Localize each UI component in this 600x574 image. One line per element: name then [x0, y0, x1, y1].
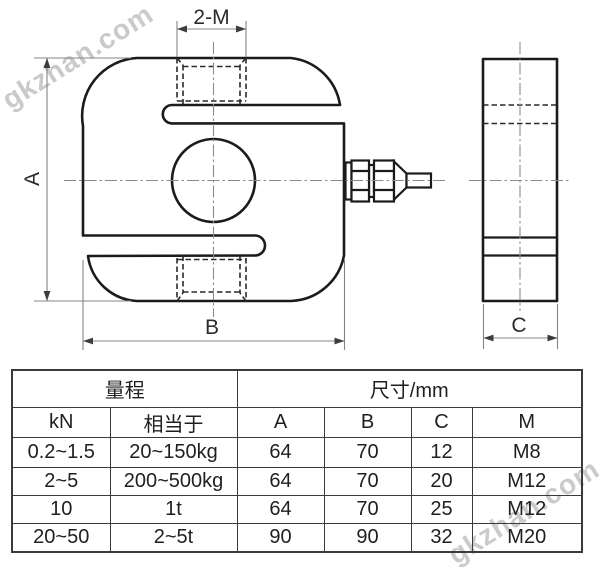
column-header-c: C	[410, 406, 473, 438]
group-header-dimensions: 尺寸/mm	[236, 369, 583, 408]
thread-hole-top	[176, 57, 247, 105]
table-cell: 2~5	[11, 466, 111, 496]
dimension-B-label: B	[205, 316, 219, 339]
column-header-b: B	[323, 406, 412, 438]
table-cell: 70	[323, 466, 412, 496]
table-row: 0.2~1.5 20~150kg 64 70 12 M8	[11, 436, 583, 468]
group-header-range: 量程	[11, 369, 238, 408]
table-cell: 25	[410, 494, 473, 524]
table-cell: 20~50	[11, 522, 111, 553]
table-cell: 20	[410, 466, 473, 496]
centerlines	[64, 42, 571, 317]
dimension-thread: 2-M	[176, 6, 247, 57]
table-row: 20~50 2~5t 90 90 32 M20	[11, 522, 583, 553]
table-cell: M8	[471, 436, 583, 468]
dimension-C: C	[482, 304, 559, 349]
table-cell: 12	[410, 436, 473, 468]
table-cell: 200~500kg	[109, 466, 238, 496]
table-cell: 10	[11, 494, 111, 524]
column-header-a: A	[236, 406, 325, 438]
table-cell: 70	[323, 436, 412, 468]
dimension-C-label: C	[511, 314, 526, 337]
column-header-equivalent: 相当于	[109, 406, 238, 438]
thread-hole-bottom	[176, 255, 247, 302]
table-cell: 20~150kg	[109, 436, 238, 468]
table-cell: M20	[471, 522, 583, 553]
spec-table: 量程 尺寸/mm kN 相当于 A B C M 0.2~1.5 20~150kg…	[11, 369, 584, 553]
table-cell: 90	[323, 522, 412, 553]
dimension-A-label: A	[21, 172, 44, 186]
table-cell: 32	[410, 522, 473, 553]
front-view-outline	[80, 56, 346, 303]
table-cell: 64	[236, 466, 325, 496]
table-row: 2~5 200~500kg 64 70 20 M12	[11, 466, 583, 496]
table-cell: 1t	[109, 494, 238, 524]
table-cell: 64	[236, 436, 325, 468]
table-cell: 0.2~1.5	[11, 436, 111, 468]
table-cell: 90	[236, 522, 325, 553]
table-row: 10 1t 64 70 25 M12	[11, 494, 583, 524]
thread-callout-label: 2-M	[193, 6, 229, 29]
table-cell: 64	[236, 494, 325, 524]
table-cell: M12	[471, 466, 583, 496]
dimension-B: B	[82, 260, 346, 350]
column-header-m: M	[471, 406, 583, 438]
table-cell: 70	[323, 494, 412, 524]
table-cell: 2~5t	[109, 522, 238, 553]
table-cell: M12	[471, 494, 583, 524]
column-header-kn: kN	[11, 406, 111, 438]
